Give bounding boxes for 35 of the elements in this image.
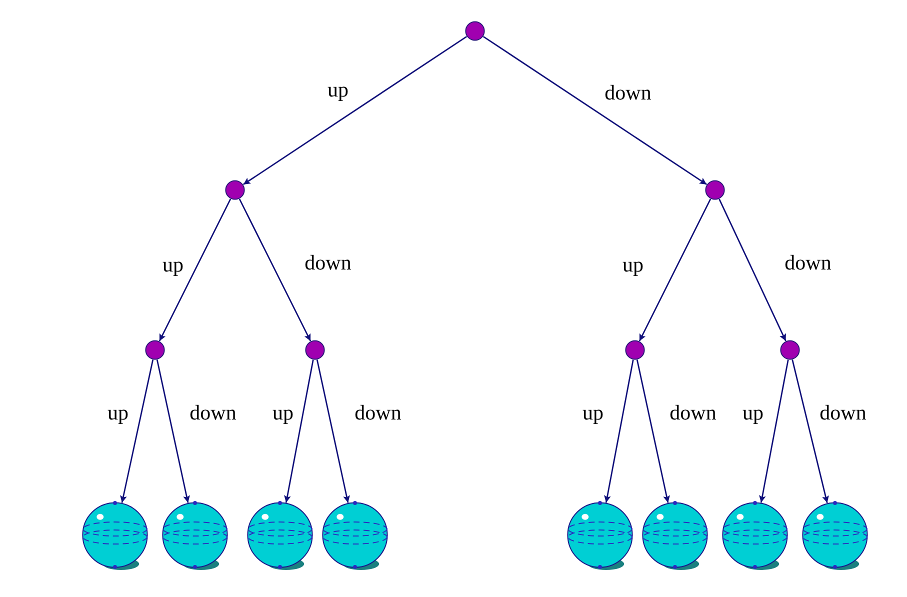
arrow <box>718 198 786 342</box>
arrow <box>156 360 190 503</box>
edge-label: down <box>354 402 402 424</box>
edge-label: up <box>582 402 604 424</box>
arrow <box>759 360 789 503</box>
node-dot <box>225 180 245 200</box>
edge-label: down <box>304 252 352 274</box>
edge-label: up <box>272 402 294 424</box>
arrow <box>242 36 468 186</box>
arrow <box>238 198 312 342</box>
arrow <box>604 360 634 503</box>
arrow <box>120 360 154 503</box>
arrow <box>284 360 314 503</box>
arrow <box>316 360 350 503</box>
edge-label: down <box>604 82 652 104</box>
edge-label: down <box>820 402 866 424</box>
node-dot <box>625 340 645 360</box>
edge-label: up <box>162 254 184 276</box>
edge-label: up <box>108 402 128 424</box>
edge-label: down <box>784 252 832 274</box>
edge-label: up <box>742 402 764 424</box>
node-dot <box>780 340 800 360</box>
node-dot <box>705 180 725 200</box>
node-dot <box>305 340 325 360</box>
arrow <box>158 198 232 342</box>
edge-label: down <box>190 402 236 424</box>
arrow <box>638 198 712 342</box>
edge-label: down <box>670 402 716 424</box>
node-dot <box>465 21 485 41</box>
edge-label: up <box>328 80 348 100</box>
edge-label: up <box>622 254 644 276</box>
arrow <box>482 36 708 186</box>
arrow <box>636 360 670 503</box>
node-dot <box>145 340 165 360</box>
arrow <box>792 360 829 504</box>
